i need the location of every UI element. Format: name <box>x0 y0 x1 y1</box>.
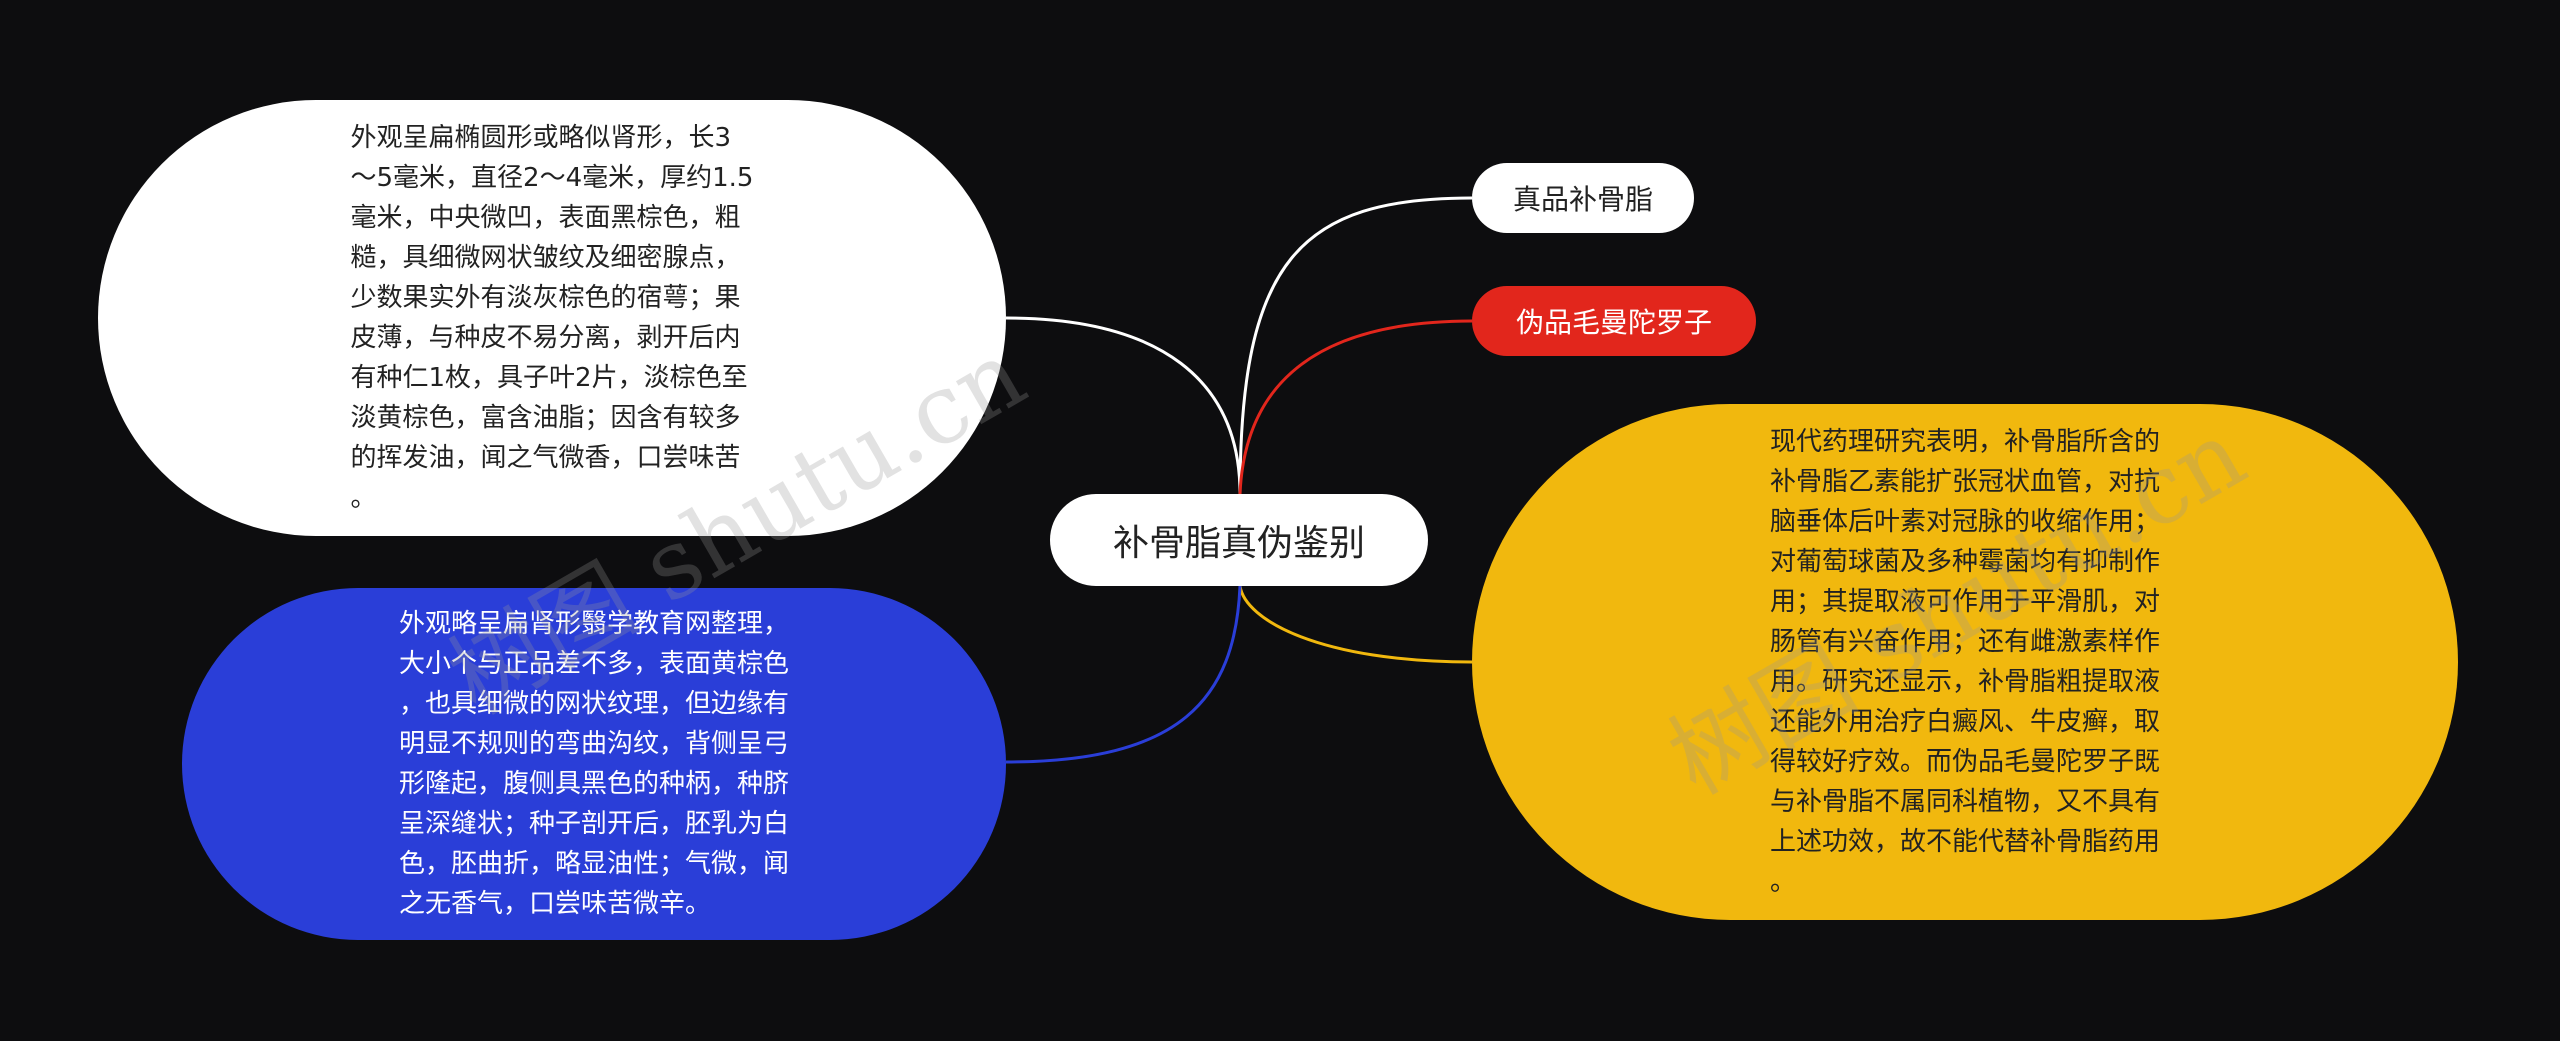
root-node[interactable]: 补骨脂真伪鉴别 <box>1050 494 1428 586</box>
fake-description-node[interactable]: 外观略呈扁肾形翳学教育网整理， 大小个与正品差不多，表面黄棕色 ，也具细微的网状… <box>182 588 1006 940</box>
root-label: 补骨脂真伪鉴别 <box>1112 523 1365 564</box>
fake-branch-node[interactable]: 伪品毛曼陀罗子 <box>1472 286 1756 356</box>
connector-root-to-pharma-desc <box>1238 585 1473 664</box>
true-branch-node[interactable]: 真品补骨脂 <box>1472 163 1694 233</box>
true-description-text: 外观呈扁椭圆形或略似肾形，长3 ～5毫米，直径2～4毫米，厚约1.5 毫米，中央… <box>350 123 754 513</box>
pharmacology-description-text: 现代药理研究表明，补骨脂所含的 补骨脂乙素能扩张冠状血管，对抗 脑垂体后叶素对冠… <box>1769 427 2160 897</box>
true-branch-label: 真品补骨脂 <box>1512 183 1653 216</box>
true-description-node[interactable]: 外观呈扁椭圆形或略似肾形，长3 ～5毫米，直径2～4毫米，厚约1.5 毫米，中央… <box>98 100 1006 536</box>
connector-root-to-fake-desc <box>1005 585 1242 764</box>
fake-description-text: 外观略呈扁肾形翳学教育网整理， 大小个与正品差不多，表面黄棕色 ，也具细微的网状… <box>398 609 789 919</box>
connector-root-to-fake-branch <box>1238 319 1473 495</box>
connector-root-to-true-desc <box>1005 316 1242 495</box>
connector-root-to-true-branch <box>1238 196 1473 495</box>
fake-branch-label: 伪品毛曼陀罗子 <box>1515 306 1712 339</box>
pharmacology-description-node[interactable]: 现代药理研究表明，补骨脂所含的 补骨脂乙素能扩张冠状血管，对抗 脑垂体后叶素对冠… <box>1472 404 2458 920</box>
